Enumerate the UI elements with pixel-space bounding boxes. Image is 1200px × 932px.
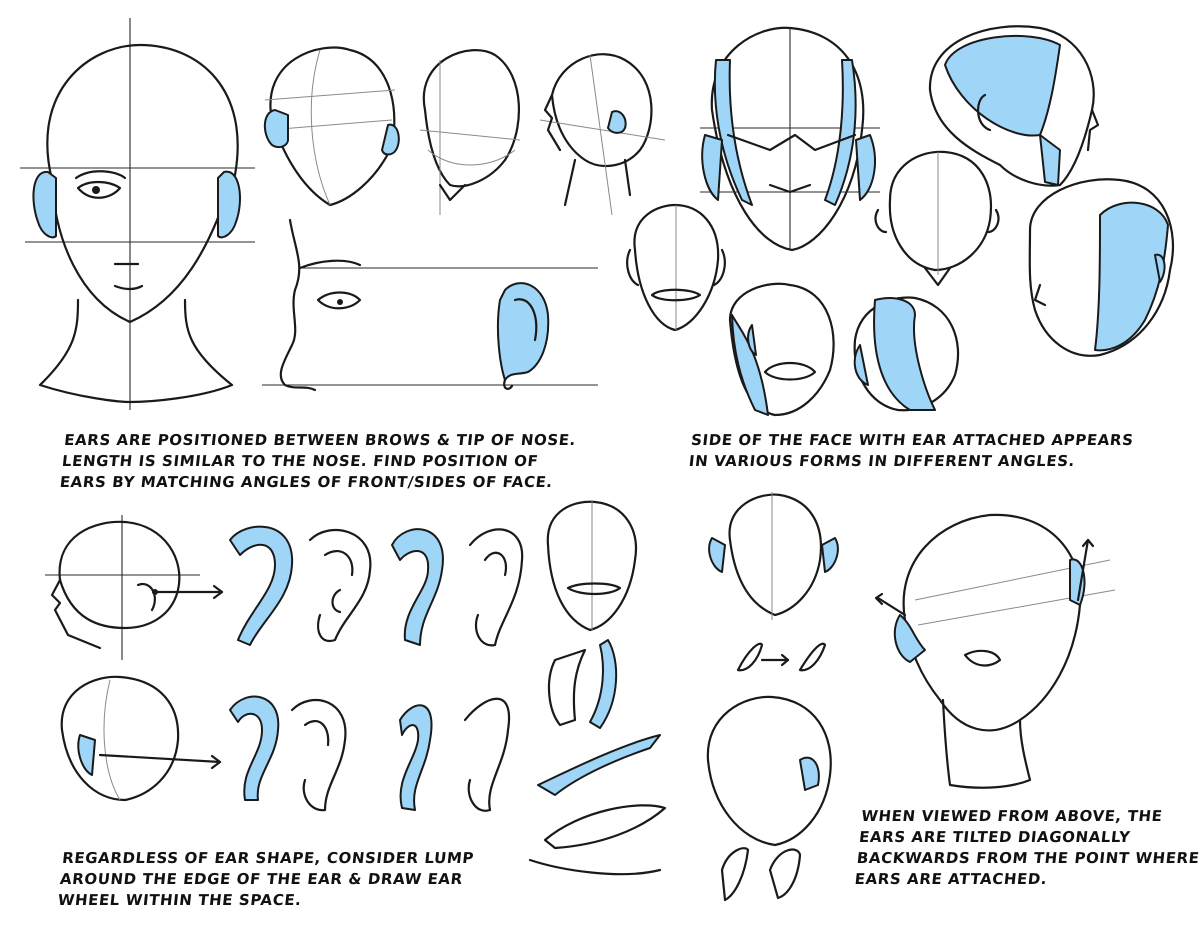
note-line: IN VARIOUS FORMS IN DIFFERENT ANGLES. — [688, 452, 1076, 470]
small-front-head-sketch — [626, 203, 726, 332]
three-quarter-head-sketch-1 — [263, 46, 400, 207]
note-line: LENGTH IS SIMILAR TO THE NOSE. FIND POSI… — [61, 452, 540, 470]
front-head-with-ears-sketch — [20, 18, 255, 410]
note-line: EARS ARE ATTACHED. — [853, 870, 1049, 888]
ear-shape-blue-outline-3 — [229, 695, 280, 801]
ear-pair-small-bottom — [720, 847, 802, 902]
ear-shape-blue-outline-4 — [399, 704, 433, 811]
ear-drawing-3 — [290, 698, 347, 812]
ear-drawing-2 — [468, 528, 524, 647]
ear-top-view-blue-shape — [528, 734, 667, 876]
note-line: AROUND THE EDGE OF THE EAR & DRAW EAR — [59, 870, 464, 888]
three-quarter-head-sketch-2 — [419, 49, 521, 215]
from-above-small-sketches — [708, 492, 839, 672]
side-head-blue-cranium-sketch — [928, 25, 1100, 187]
front-head-blue-planes-sketch — [700, 26, 880, 252]
back-head-ear-arrow-sketch — [60, 675, 222, 802]
note-line: EARS ARE TILTED DIAGONALLY — [858, 828, 1132, 846]
three-quarter-head-blue-side-sketch — [1028, 178, 1174, 357]
top-view-head-blue-ear-sketch — [706, 695, 832, 847]
ear-drawing-1 — [308, 528, 372, 643]
note-line: SIDE OF THE FACE WITH EAR ATTACHED APPEA… — [690, 431, 1135, 449]
note-line: EARS BY MATCHING ANGLES OF FRONT/SIDES O… — [58, 473, 554, 491]
profile-face-and-ear-sketch — [262, 218, 598, 392]
side-head-ear-arrow-sketch — [45, 515, 224, 660]
note-viewed-from-above: WHEN VIEWED FROM ABOVE, THE EARS ARE TIL… — [854, 806, 1200, 890]
tilted-head-blue-sketch — [853, 296, 960, 412]
ear-shape-blue-outline-1 — [229, 525, 294, 646]
note-ear-shape: REGARDLESS OF EAR SHAPE, CONSIDER LUMP A… — [57, 848, 475, 911]
note-line: WHEEL WITHIN THE SPACE. — [56, 891, 303, 909]
ear-drawing-4 — [463, 697, 511, 812]
back-head-small-sketch — [874, 150, 1000, 287]
looking-up-head-blue-sketch — [728, 282, 835, 417]
tilted-head-from-above-blue-ears — [874, 513, 1116, 789]
front-head-ears-small-sketch — [546, 500, 638, 632]
note-side-of-face: SIDE OF THE FACE WITH EAR ATTACHED APPEA… — [688, 430, 1135, 472]
note-ear-placement: EARS ARE POSITIONED BETWEEN BROWS & TIP … — [59, 430, 577, 493]
note-line: EARS ARE POSITIONED BETWEEN BROWS & TIP … — [63, 431, 577, 449]
ear-side-view-blue-pair — [547, 639, 618, 729]
note-line: REGARDLESS OF EAR SHAPE, CONSIDER LUMP — [61, 849, 475, 867]
side-head-sketch — [539, 53, 666, 216]
note-line: BACKWARDS FROM THE POINT WHERE — [856, 849, 1200, 867]
ear-shape-blue-outline-2 — [391, 528, 444, 646]
note-line: WHEN VIEWED FROM ABOVE, THE — [860, 807, 1164, 825]
